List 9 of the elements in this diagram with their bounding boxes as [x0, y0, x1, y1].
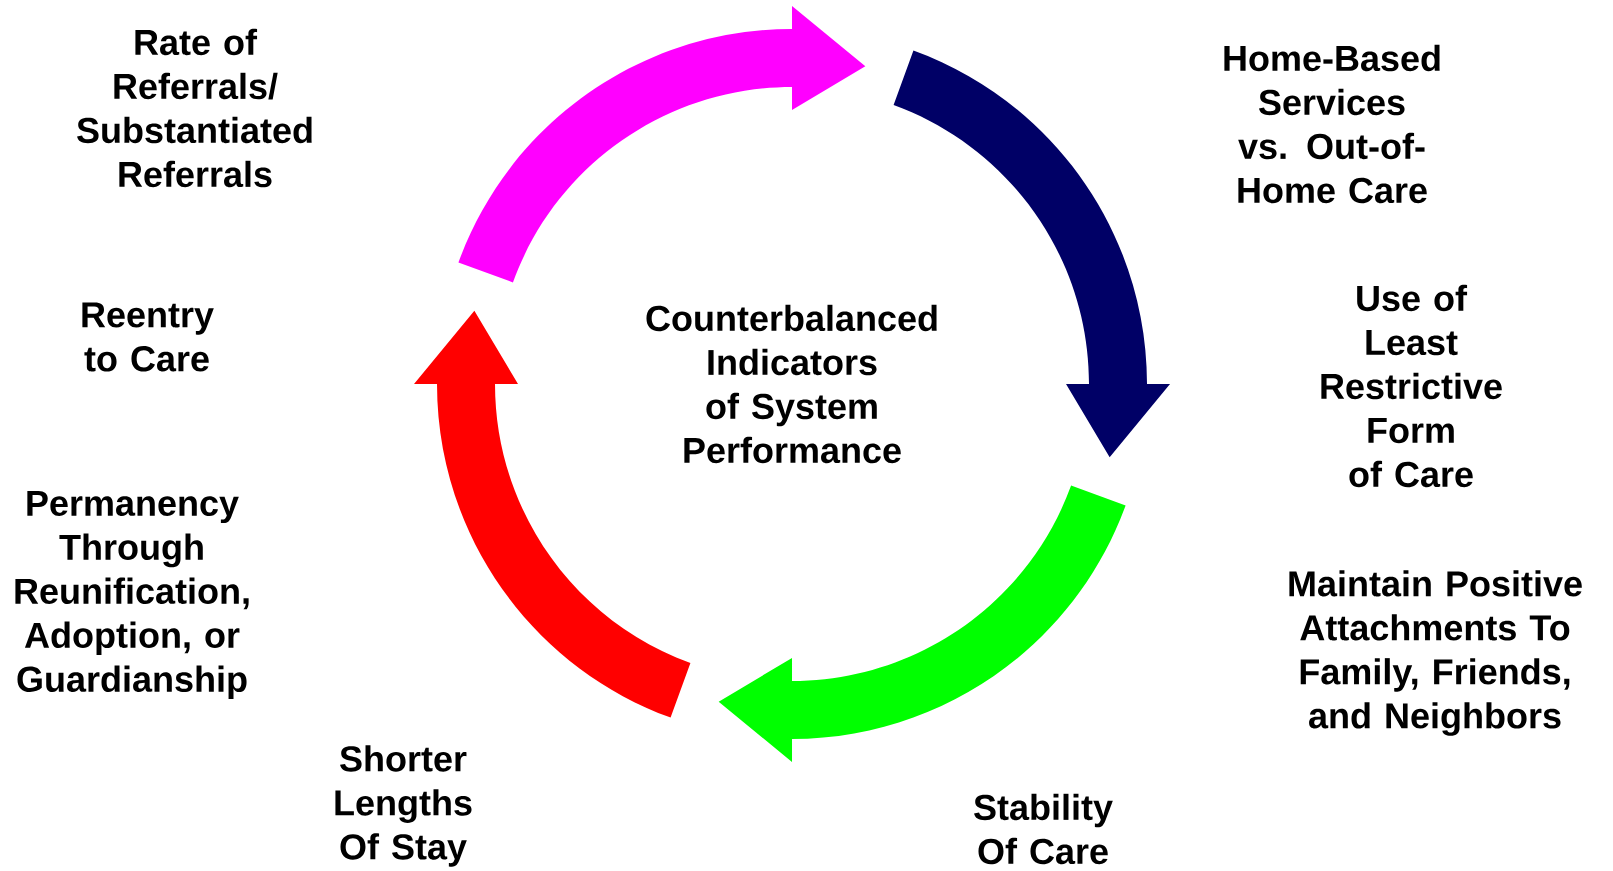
label-text: Counterbalanced Indicators of System Performance	[646, 304, 937, 464]
label-text: Home-Based Services vs. Out-of-Home Care	[1224, 44, 1440, 204]
label-text: Maintain Positive Attachments To Family, Friends, and Neighbors	[1289, 570, 1582, 736]
label-text: Permanency Through Reunification, Adoption, or Guardianship	[15, 490, 249, 700]
label-text: Stability Of Care	[974, 793, 1113, 865]
label-text: Reentry to Care	[82, 302, 214, 372]
label-text: Use of Least Restrictive Form of Care	[1321, 284, 1502, 488]
label-text: Shorter Lengths Of Stay	[335, 745, 472, 867]
label-text: Rate of Referrals/ Substantiated Referrals	[77, 28, 312, 188]
